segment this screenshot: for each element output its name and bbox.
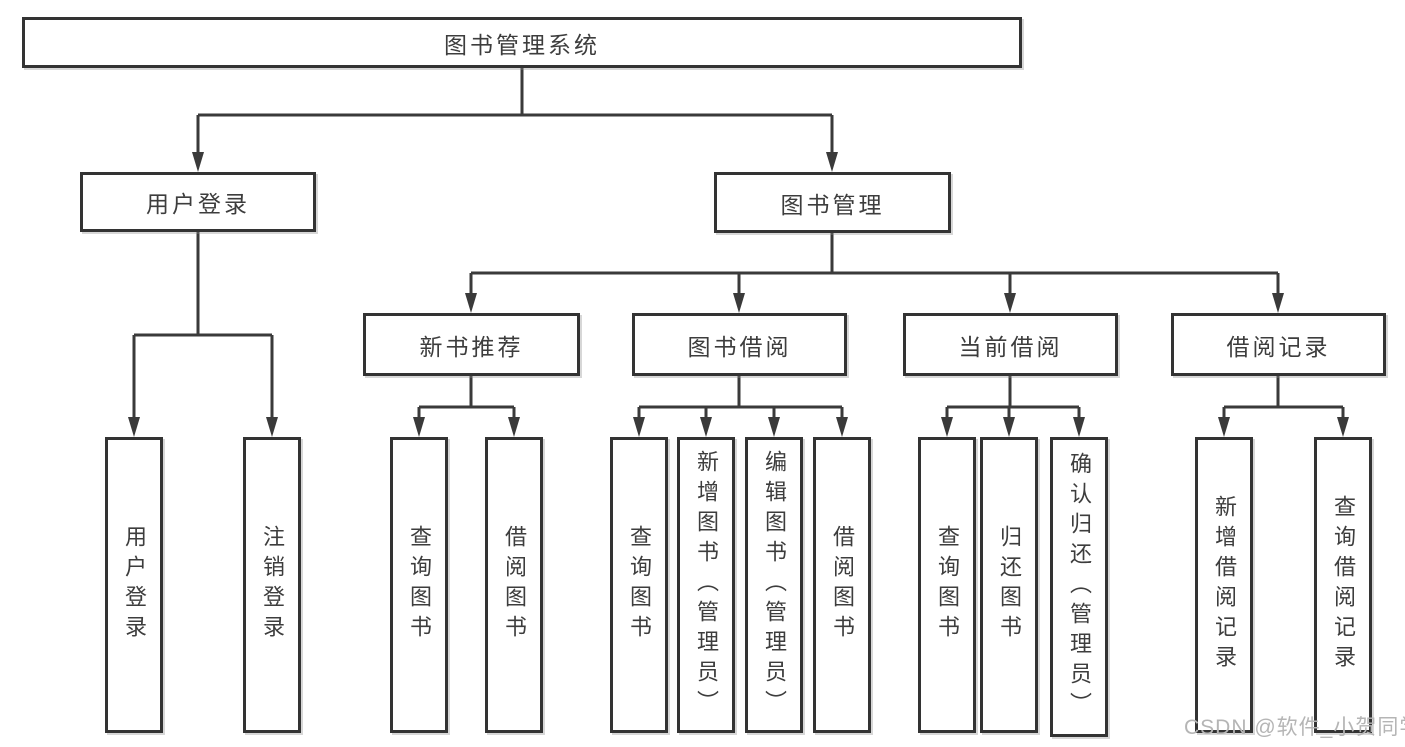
node-label: 查询图书 xyxy=(935,525,960,645)
node-library-management-system: 图书管理系统 xyxy=(22,17,1022,68)
node-label: 确认归还（管理员） xyxy=(1067,452,1092,722)
node-user-login: 用户登录 xyxy=(80,172,316,232)
leaf-user-login: 用户登录 xyxy=(105,437,163,733)
node-borrowing-records: 借阅记录 xyxy=(1171,313,1386,376)
node-label: 查询图书 xyxy=(627,525,652,645)
node-label: 查询借阅记录 xyxy=(1331,495,1356,675)
node-label: 用户登录 xyxy=(122,525,147,645)
node-new-book-recommendation: 新书推荐 xyxy=(363,313,580,376)
node-book-borrowing: 图书借阅 xyxy=(632,313,847,376)
node-book-management: 图书管理 xyxy=(714,172,951,233)
leaf-query-borrow-record: 查询借阅记录 xyxy=(1314,437,1372,733)
node-label: 当前借阅 xyxy=(958,333,1063,360)
leaf-logout-login: 注销登录 xyxy=(243,437,301,733)
leaf-add-book-admin: 新增图书（管理员） xyxy=(677,437,735,733)
node-label: 新书推荐 xyxy=(419,333,524,360)
leaf-add-borrow-record: 新增借阅记录 xyxy=(1195,437,1253,733)
leaf-borrow-books: 借阅图书 xyxy=(813,437,871,733)
node-label: 借阅图书 xyxy=(502,525,527,645)
leaf-query-books-recommend: 查询图书 xyxy=(390,437,448,733)
leaf-edit-book-admin: 编辑图书（管理员） xyxy=(745,437,803,733)
node-label: 归还图书 xyxy=(997,525,1022,645)
node-label: 用户登录 xyxy=(146,191,250,217)
node-label: 图书借阅 xyxy=(687,333,792,360)
node-label: 查询图书 xyxy=(407,525,432,645)
watermark-csdn: CSDN @软件_小贺同学 xyxy=(1184,716,1405,739)
leaf-query-books-current: 查询图书 xyxy=(918,437,976,733)
node-label: 图书管理系统 xyxy=(444,31,600,58)
leaf-query-books-borrow: 查询图书 xyxy=(610,437,668,733)
node-label: 新增图书（管理员） xyxy=(694,450,719,720)
node-label: 借阅记录 xyxy=(1226,333,1331,360)
node-label: 注销登录 xyxy=(260,525,285,645)
leaf-return-book: 归还图书 xyxy=(980,437,1038,733)
node-current-borrowing: 当前借阅 xyxy=(903,313,1118,376)
node-label: 新增借阅记录 xyxy=(1212,495,1237,675)
leaf-borrow-books-recommend: 借阅图书 xyxy=(485,437,543,733)
leaf-confirm-return-admin: 确认归还（管理员） xyxy=(1050,437,1108,737)
node-label: 图书管理 xyxy=(780,191,885,218)
node-label: 借阅图书 xyxy=(830,525,855,645)
node-label: 编辑图书（管理员） xyxy=(762,450,787,720)
